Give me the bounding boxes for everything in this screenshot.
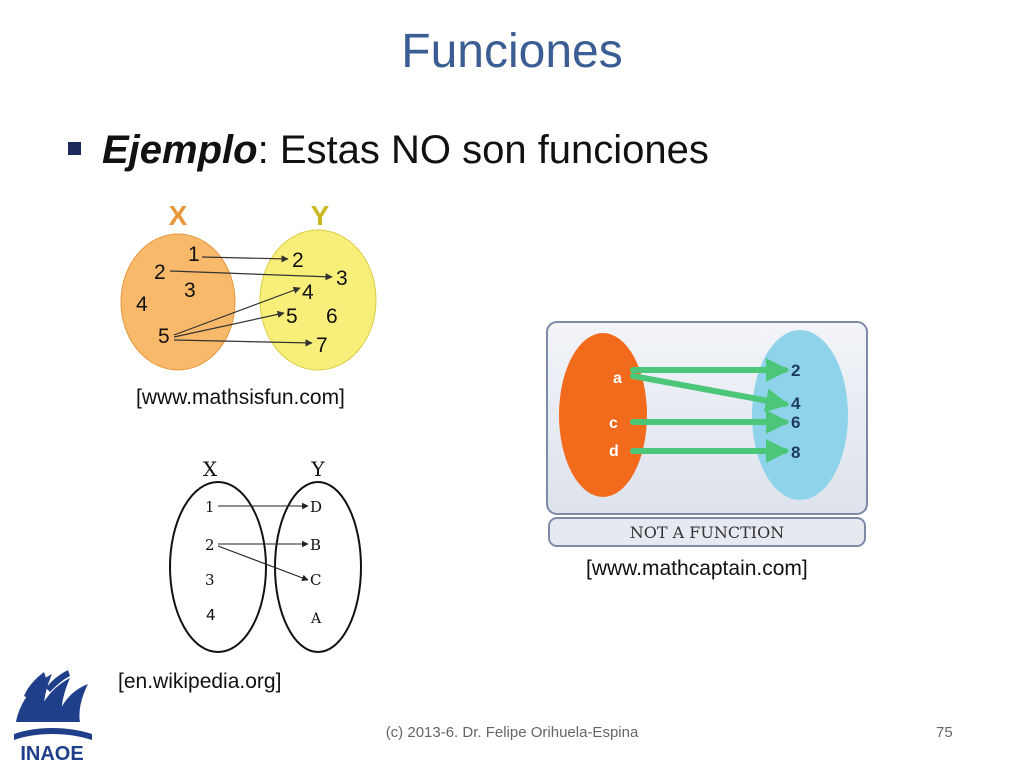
set-y-label: Y	[310, 457, 325, 481]
logo-text: INAOE	[20, 743, 83, 765]
x-item: 2	[205, 536, 215, 554]
arrow	[173, 286, 301, 336]
y-item: B	[310, 536, 321, 554]
x-item: 1	[205, 498, 215, 516]
diagram-wikipedia: X Y 1 2 3 4 D B C A	[169, 457, 362, 653]
bullet-text: Ejemplo: Estas NO son funciones	[102, 128, 709, 173]
y-item: C	[310, 571, 321, 589]
y-item: 7	[316, 334, 328, 357]
source-mathsisfun: [www.mathsisfun.com]	[136, 386, 345, 409]
x-item: a	[613, 370, 622, 387]
x-item: 2	[154, 261, 166, 284]
diagram-mathsisfun: X Y 1 2 3 4 5 2 3 4 5 6 7	[120, 200, 377, 371]
arrow	[173, 339, 313, 347]
set-y-label: Y	[311, 200, 330, 231]
y-item: 2	[791, 361, 800, 380]
set-x-label: X	[203, 457, 218, 481]
x-item: 3	[205, 571, 215, 589]
page-number: 75	[936, 724, 953, 741]
y-item: 4	[791, 394, 801, 413]
set-y-oval	[259, 229, 377, 371]
arrow	[173, 310, 285, 338]
y-item: 5	[286, 305, 298, 328]
set-x-oval	[559, 333, 647, 497]
bullet-bold-text: Ejemplo	[102, 128, 258, 172]
y-item: 6	[326, 305, 338, 328]
y-item: 2	[292, 249, 304, 272]
arrow	[217, 545, 309, 581]
source-wikipedia: [en.wikipedia.org]	[118, 670, 282, 693]
arrow	[201, 255, 289, 263]
set-x-oval	[120, 233, 236, 371]
x-item: 4	[136, 293, 148, 316]
x-item: 4	[206, 606, 216, 624]
caption-text: NOT A FUNCTION	[630, 523, 784, 542]
y-item: D	[310, 498, 322, 516]
x-item: 5	[158, 325, 170, 348]
set-x-oval	[169, 481, 267, 653]
y-item: 6	[791, 413, 800, 432]
x-item: d	[609, 443, 619, 460]
arrow	[630, 373, 790, 413]
bullet-square-icon	[68, 142, 81, 155]
slide-title: Funciones	[401, 25, 623, 78]
caption-bar	[548, 517, 866, 547]
y-item: 3	[336, 267, 348, 290]
x-item: c	[609, 415, 618, 432]
bullet-rest-text: : Estas NO son funciones	[257, 128, 709, 172]
set-x-label: X	[169, 200, 188, 231]
diagram-mathcaptain: NOT A FUNCTION a c d 2 4 6 8	[546, 321, 868, 547]
inaoe-logo-icon: INAOE	[14, 670, 92, 765]
y-item: 4	[302, 281, 314, 304]
source-mathcaptain: [www.mathcaptain.com]	[586, 557, 808, 580]
y-item: A	[310, 611, 322, 627]
y-item: 8	[791, 443, 800, 462]
arrow	[169, 270, 333, 281]
footer-credit: (c) 2013-6. Dr. Felipe Orihuela-Espina	[385, 724, 639, 741]
x-item: 1	[188, 243, 200, 266]
x-item: 3	[184, 279, 196, 302]
